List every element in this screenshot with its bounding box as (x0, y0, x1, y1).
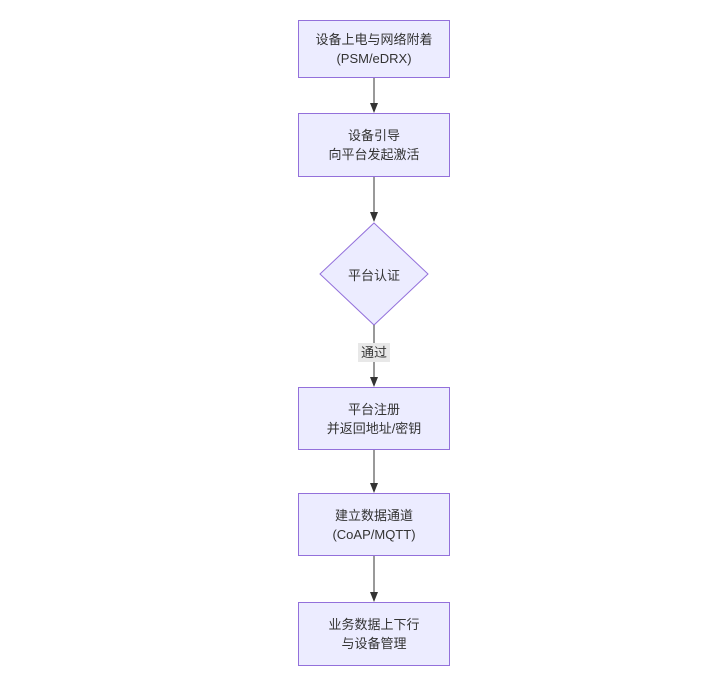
node-data-channel-line2: (CoAP/MQTT) (332, 526, 416, 542)
node-register: 平台注册 并返回地址/密钥 (298, 387, 450, 450)
arrow-connector-4 (367, 450, 381, 493)
node-register-line1: 平台注册 (347, 401, 400, 417)
arrow-down-icon (370, 556, 378, 602)
arrow-down-icon (370, 177, 378, 222)
node-power-attach-line1: 设备上电与网络附着 (315, 32, 433, 47)
node-data-channel: 建立数据通道 (CoAP/MQTT) (298, 493, 450, 556)
arrow-down-icon (370, 78, 378, 113)
arrow-connector-2 (367, 177, 381, 222)
node-data-channel-line1: 建立数据通道 (334, 507, 413, 523)
arrow-connector-1 (367, 78, 381, 113)
node-bootstrap-line1: 设备引导 (347, 128, 400, 143)
node-auth-decision-label: 平台认证 (347, 267, 400, 283)
node-business: 业务数据上下行 与设备管理 (298, 602, 450, 666)
arrow-connector-5 (367, 556, 381, 602)
node-business-line2: 与设备管理 (341, 636, 407, 651)
node-power-attach-line2: (PSM/eDRX) (336, 51, 412, 66)
arrow-down-icon (370, 450, 378, 493)
edge-label-auth-pass: 通过 (357, 343, 391, 362)
node-business-line1: 业务数据上下行 (328, 617, 420, 632)
node-bootstrap: 设备引导 向平台发起激活 (298, 113, 450, 177)
node-auth-decision: 平台认证 (319, 222, 429, 326)
node-register-line2: 并返回地址/密钥 (326, 420, 422, 436)
node-bootstrap-line2: 向平台发起激活 (328, 147, 420, 162)
node-power-attach: 设备上电与网络附着 (PSM/eDRX) (298, 20, 450, 78)
